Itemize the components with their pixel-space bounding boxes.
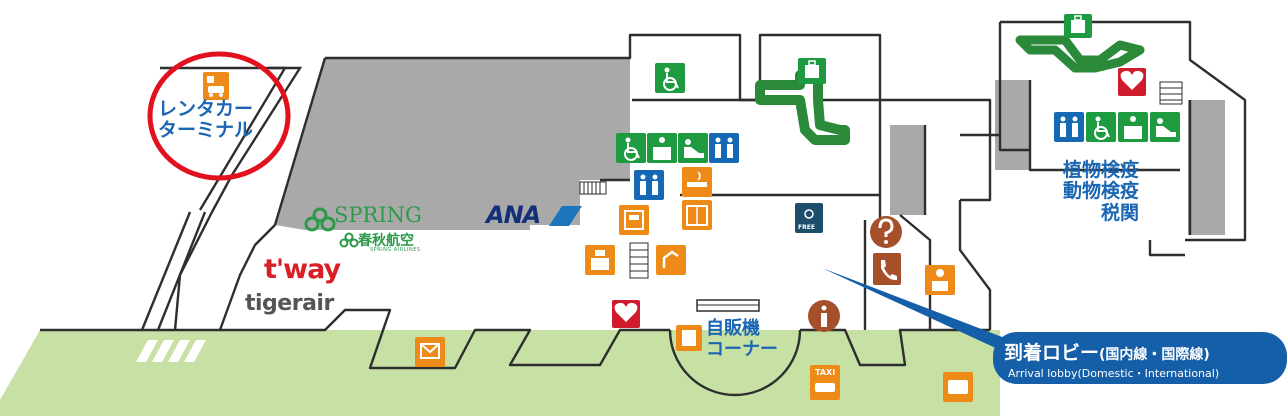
arrival-lobby-title-paren: (国内線・国際線) [1099,347,1210,363]
tigerair-logo: tigerair [245,291,334,316]
arrival-callout-pointer [822,268,1010,350]
accessible-toilet-icon-3[interactable] [1086,112,1116,142]
escalator-1 [579,181,607,195]
highlight-circle [147,51,291,181]
terminal-floor [275,58,630,230]
accessible-toilet-icon[interactable] [655,63,685,93]
animal-quarantine-label: 動物検疫 [1062,180,1139,203]
arrival-lobby-subtitle: Arrival lobby(Domestic・International) [1008,367,1220,380]
escalator-3 [1159,81,1183,105]
atm-icon[interactable] [619,205,649,235]
taxi-icon[interactable] [810,365,840,400]
terminal-floor-right [995,80,1030,170]
customs-building [960,20,1247,257]
quarantine-customs-label: 植物検疫 動物検疫 税関 [1044,159,1139,224]
wifi-free-text: FREE [798,224,815,231]
water-fountain-icon[interactable] [656,245,686,275]
terminal-floor-mid [890,125,925,215]
tway-logo: t'way [264,254,341,285]
coin-locker-icon[interactable] [585,245,615,275]
aed-icon-2[interactable] [1118,68,1146,96]
baby-changing-icon-2[interactable] [1150,112,1180,142]
arrival-callout-box [993,332,1287,384]
arrival-lobby-title: 到着ロビー(国内線・国際線) [1004,338,1210,365]
front-facade [40,308,990,397]
spring-airlines-logo-mark [304,207,336,232]
restroom-icon-3[interactable] [1054,112,1084,142]
vending-label-line2: コーナー [706,339,778,361]
baggage-claim-icon-2[interactable] [1064,14,1092,38]
vending-label-line1: 自販機 [706,318,760,339]
ana-logo: ANA [486,201,541,229]
terminal-floor-far-right [1188,100,1225,235]
restroom-icon-2[interactable] [634,170,664,200]
wifi-free-icon[interactable] [795,203,823,233]
restroom-icon[interactable] [709,133,739,163]
smoking-area-icon[interactable] [682,167,712,197]
taxi-text: TAXI [815,368,836,377]
plant-quarantine-label: 植物検疫 [1062,159,1139,181]
mail-icon[interactable] [415,337,445,367]
spring-airlines-subtext: SPRING AIRLINES [370,247,421,253]
baby-changing-icon[interactable] [678,133,708,163]
accessible-toilet-icon-2[interactable] [616,133,646,163]
arrival-lobby-title-ja: 到着ロビー [1004,342,1100,364]
information-icon[interactable] [808,300,840,332]
spring-airlines-chinese: 春秋航空 [358,233,414,249]
telephone-icon[interactable] [873,253,901,285]
vending-corner-label: 自販機 コーナー [706,318,778,360]
baggage-carousel-2 [1015,35,1145,73]
rental-car-icon[interactable] [203,72,229,100]
escalator-2 [629,242,649,279]
spring-airlines-logo: SPRING [334,203,422,227]
baggage-claim-icon[interactable] [798,58,826,84]
staff-counter-icon[interactable] [925,265,955,295]
ostomate-icon-2[interactable] [1118,112,1148,142]
rental-label-line2: ターミナル [157,119,253,142]
spring-airlines-logo-mark-small [339,232,359,248]
rental-label-line1: レンタカー [157,98,253,120]
aed-icon[interactable] [612,300,640,328]
elevator-icon[interactable] [682,200,712,230]
help-question-icon[interactable] [870,216,902,248]
vending-machine-icon[interactable] [676,325,702,351]
ana-logo-stripe [549,206,582,226]
rental-corridor [140,66,303,331]
crosswalk [136,340,206,362]
baggage-carousel-1 [755,70,850,145]
rental-car-terminal-label[interactable]: レンタカー ターミナル [133,98,278,142]
outdoor-ground-left [0,330,170,416]
bus-icon[interactable] [943,372,973,402]
ostomate-icon[interactable] [647,133,677,163]
customs-label: 税関 [1100,201,1139,224]
